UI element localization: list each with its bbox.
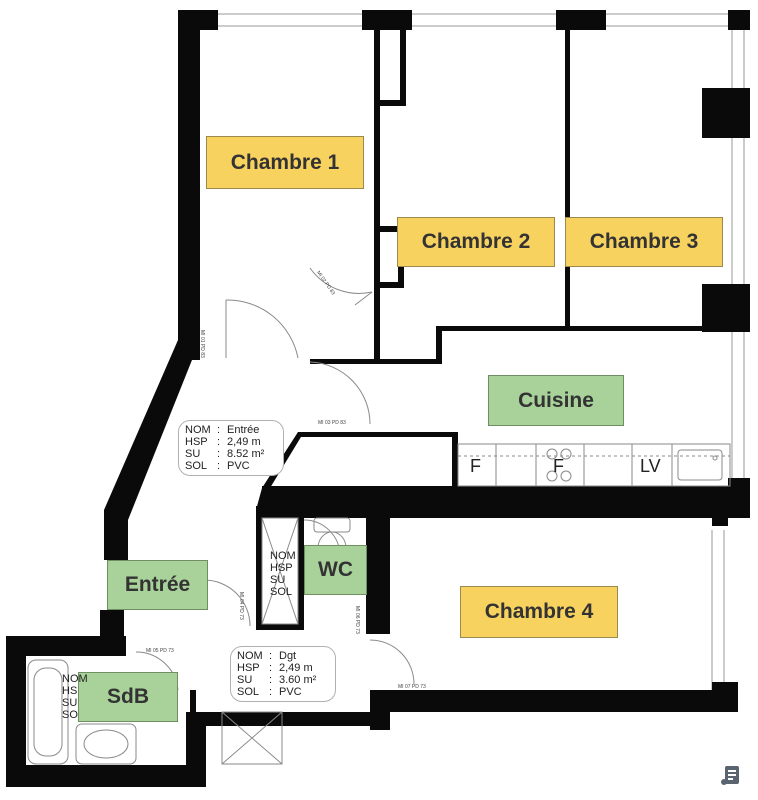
info-line: SU: [270, 574, 286, 586]
room-label-entree: Entrée: [107, 560, 208, 610]
info-colon: :: [217, 424, 221, 436]
door-tag: MI 07 PD 73: [398, 684, 426, 690]
info-box-entree: NOM: Entrée HSP:2,49 m SU:8.52 m² SOL: PVC: [178, 420, 284, 476]
info-key: SU: [237, 674, 253, 686]
room-label-chambre-2: Chambre 2: [397, 217, 555, 267]
info-row-sol: SOL: PVC: [185, 460, 277, 472]
brand-logo-icon: [721, 766, 739, 785]
info-colon: :: [269, 674, 273, 686]
door-tag: MI 01 PD 83: [199, 330, 205, 358]
info-value: PVC: [227, 460, 250, 472]
room-label-chambre-1: Chambre 1: [206, 136, 364, 189]
door-tag: MI 06 PD 73: [354, 606, 360, 634]
info-line: SU: [62, 697, 78, 709]
door-tag: MI 05 PD 73: [146, 648, 174, 654]
info-colon: :: [269, 662, 273, 674]
info-row-nom: NOM: Entrée: [185, 424, 277, 436]
info-row-sol: SOL: PVC: [237, 686, 329, 698]
info-value: PVC: [279, 686, 302, 698]
info-value: 3.60 m²: [279, 674, 317, 686]
appliance-dishwasher-label: LV: [640, 456, 661, 476]
info-colon: :: [217, 460, 221, 472]
info-colon: :: [217, 436, 221, 448]
info-key: SU: [185, 448, 201, 460]
info-row-hsp: HSP:2,49 m: [237, 662, 329, 674]
info-line: SO: [62, 709, 78, 721]
room-label-cuisine: Cuisine: [488, 375, 624, 426]
info-line: HS: [62, 685, 78, 697]
info-value: 2,49 m: [227, 436, 261, 448]
room-label-chambre-3: Chambre 3: [565, 217, 723, 267]
info-key: HSP: [237, 662, 260, 674]
info-key: HSP: [185, 436, 208, 448]
room-label-wc: WC: [304, 545, 367, 595]
diagonal-wall: [104, 340, 200, 560]
info-row-su: SU:3.60 m²: [237, 674, 329, 686]
info-key: NOM: [185, 424, 211, 436]
info-line: NOM: [62, 673, 88, 685]
appliance-cooktop-label: F: [553, 456, 564, 476]
info-row-hsp: HSP:2,49 m: [185, 436, 277, 448]
info-box-dgt: NOM: Dgt HSP:2,49 m SU:3.60 m² SOL: PVC: [230, 646, 336, 702]
interior-walls: [190, 26, 706, 726]
info-value: 8.52 m²: [227, 448, 265, 460]
door-tag: MI 04 PD 73: [238, 592, 244, 620]
info-value: 2,49 m: [279, 662, 313, 674]
info-value: Entrée: [227, 424, 260, 436]
room-label-chambre-4: Chambre 4: [460, 586, 618, 638]
info-line: NOM: [270, 550, 296, 562]
info-partial-wc: NOM HSP SU SOL: [270, 550, 296, 598]
info-key: SOL: [237, 686, 260, 698]
info-row-nom: NOM: Dgt: [237, 650, 329, 662]
room-label-sdb: SdB: [78, 672, 178, 722]
door-tag: MI 03 PD 83: [318, 420, 346, 426]
info-line: HSP: [270, 562, 293, 574]
kitchen-counter: [457, 443, 731, 487]
info-colon: :: [217, 448, 221, 460]
info-colon: :: [269, 686, 273, 698]
info-key: NOM: [237, 650, 263, 662]
info-key: SOL: [185, 460, 208, 472]
info-colon: :: [269, 650, 273, 662]
exterior-walls: [6, 10, 750, 787]
appliance-fridge-label: F: [470, 456, 481, 476]
info-line: SOL: [270, 586, 293, 598]
info-row-su: SU:8.52 m²: [185, 448, 277, 460]
info-partial-sdb: NOM HS SU SO: [62, 673, 88, 721]
info-value: Dgt: [279, 650, 297, 662]
